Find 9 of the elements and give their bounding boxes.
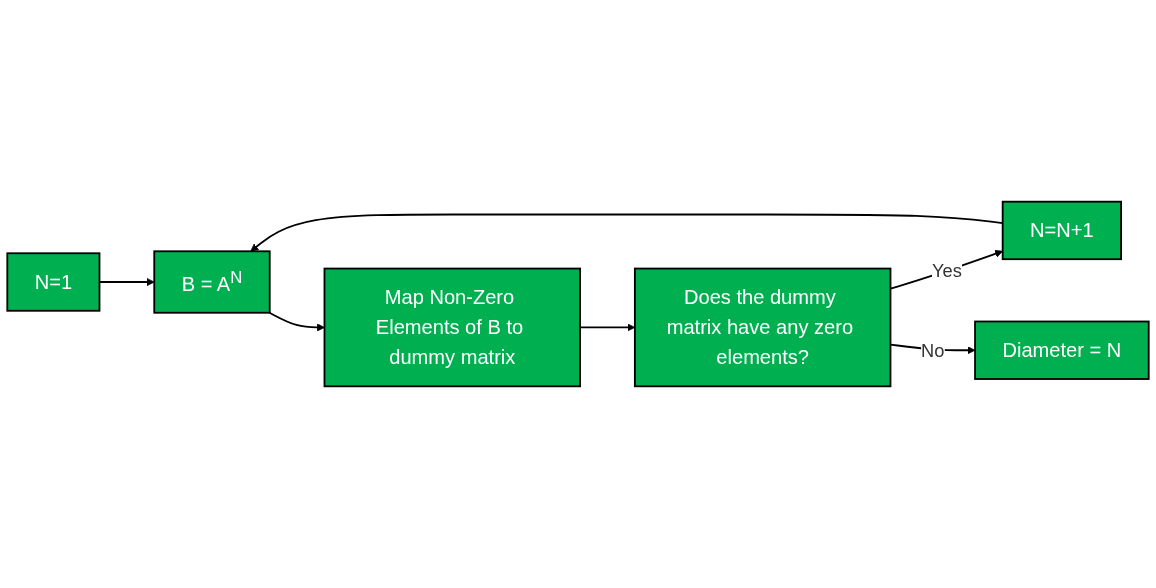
node-box: B = A$^{N}$ — [153, 250, 271, 314]
arrow — [268, 311, 325, 332]
edge-label: No — [921, 340, 945, 361]
node-box: N=N+1 — [1001, 200, 1122, 261]
node-box: N=1 — [6, 252, 101, 312]
node-box: Diameter = N — [974, 320, 1150, 380]
node-box: Does the dummy matrix have any zero elements? — [633, 267, 892, 388]
node-box: Map Non-Zero Elements of B to dummy matrix — [323, 267, 581, 388]
edge-label: Yes — [931, 260, 962, 281]
